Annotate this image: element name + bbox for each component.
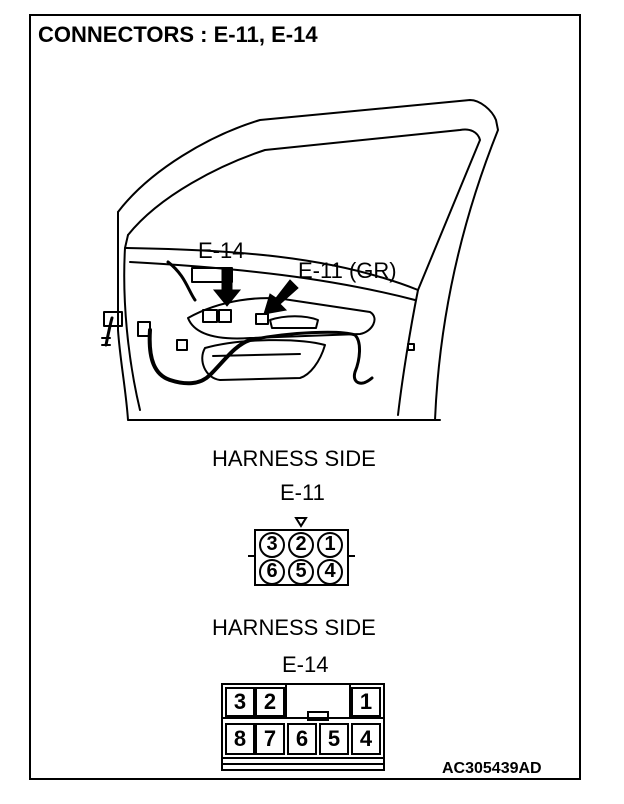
label-e11-callout: E-11 (GR) xyxy=(298,258,397,283)
e14-pin: 2 xyxy=(263,689,277,714)
e14-heading: HARNESS SIDE xyxy=(212,615,376,640)
figure-code: AC305439AD xyxy=(442,760,542,777)
e11-name: E-11 xyxy=(280,480,325,505)
arrow-e14 xyxy=(212,267,242,307)
connector-e11-face xyxy=(248,517,355,586)
label-e14-callout: E-14 xyxy=(198,238,245,263)
e14-name: E-14 xyxy=(282,652,329,677)
e11-pin: 2 xyxy=(295,533,307,555)
e14-pin: 7 xyxy=(263,726,277,751)
arrow-e11 xyxy=(263,279,299,315)
e14-pin: 8 xyxy=(233,726,247,751)
e11-pin: 1 xyxy=(324,533,336,555)
window-outline xyxy=(127,128,481,291)
e14-pin: 1 xyxy=(359,689,373,714)
e11-pin: 3 xyxy=(266,533,278,555)
e14-pin: 6 xyxy=(295,726,309,751)
e14-pin: 4 xyxy=(359,726,373,751)
e11-pin: 6 xyxy=(266,560,278,582)
door-lower-edge xyxy=(117,211,436,421)
e14-pin: 5 xyxy=(327,726,341,751)
e11-pin: 5 xyxy=(295,560,307,582)
diagram-frame xyxy=(29,14,581,780)
e14-pin: 3 xyxy=(233,689,247,714)
diagram-title: CONNECTORS : E-11, E-14 xyxy=(38,22,318,47)
connector-e14-face xyxy=(221,683,385,771)
e11-heading: HARNESS SIDE xyxy=(212,446,376,471)
e11-pin: 4 xyxy=(324,560,336,582)
door-outer-frame xyxy=(117,99,499,421)
